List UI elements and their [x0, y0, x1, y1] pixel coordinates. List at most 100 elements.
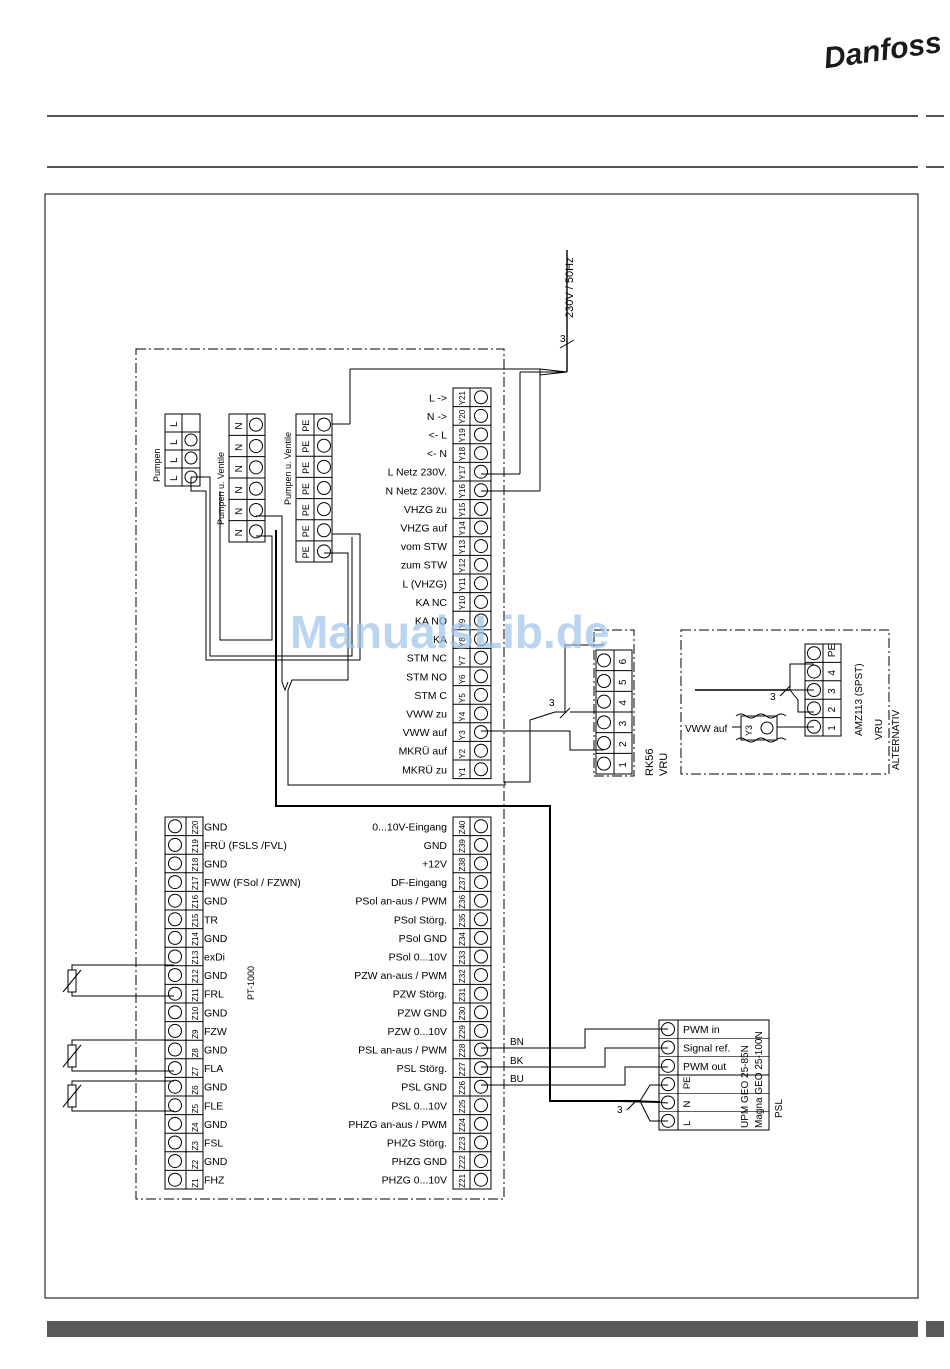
rk56-terminal-screw — [597, 736, 611, 750]
z-left-terminal-id: Z7 — [191, 1066, 200, 1076]
z-right-terminal-label: PSL an-aus / PWM — [358, 1045, 447, 1057]
y-terminal-screw — [474, 669, 488, 684]
y-terminal-id: Y15 — [458, 502, 467, 517]
z-left-terminal-id: Z18 — [191, 857, 200, 871]
z-right-terminal-label: PZW 0...10V — [387, 1026, 447, 1038]
y-terminal-id: Y1 — [458, 767, 467, 777]
z-right-terminal-label: PHZG Störg. — [387, 1138, 447, 1150]
amz-plug: Y3 — [744, 725, 754, 736]
z-right-terminal-label: GND — [424, 840, 448, 852]
rk56-terminal-screw — [597, 653, 611, 668]
pe-cell-label: PE — [301, 546, 311, 558]
z-right-terminal-label: 0...10V-Eingang — [372, 821, 447, 833]
pe-cell-screw — [317, 502, 331, 517]
n-cell-screw — [249, 503, 263, 517]
y-terminal-id: Y16 — [458, 484, 467, 499]
z-right-terminal-id: Z32 — [458, 969, 467, 983]
rk56-terminal-id: 6 — [618, 658, 629, 664]
z-left-terminal-id: Z3 — [191, 1141, 200, 1151]
z-left-terminal-screw — [168, 1116, 182, 1131]
y-terminal-label: STM NC — [407, 653, 448, 665]
z-right-terminal-label: PZW an-aus / PWM — [354, 970, 447, 982]
z-left-terminal-label: FWW (FSol / FZWN) — [204, 877, 301, 889]
footer-bar — [47, 1321, 918, 1337]
y-terminal-id: Y3 — [458, 730, 467, 740]
z-right-terminal-id: Z33 — [458, 950, 467, 964]
rk56-terminal-id: 4 — [618, 700, 629, 706]
z-left-terminal-id: Z14 — [191, 932, 200, 946]
z-left-terminal-label: FLE — [204, 1100, 223, 1112]
y-terminal-id: Y14 — [458, 521, 467, 536]
z-left-terminal-label: FSL — [204, 1138, 223, 1150]
psl-power-line — [275, 530, 640, 1102]
z-left-terminal-label: GND — [204, 859, 228, 871]
y-terminal-id: Y2 — [458, 748, 467, 758]
z-left-terminal-id: Z5 — [191, 1103, 200, 1113]
y-terminal-id: Y6 — [458, 674, 467, 684]
rk56-terminal-id: 1 — [618, 762, 629, 768]
y-terminal-label: STM NO — [406, 671, 447, 683]
amz-terminal-id: PE — [827, 644, 838, 658]
z-left-terminal-label: GND — [204, 1119, 228, 1131]
y-terminal-label: N Netz 230V. — [386, 485, 447, 497]
z-left-terminal-id: Z10 — [191, 1006, 200, 1020]
amz-terminal-screw — [807, 646, 821, 661]
z-right-terminal-screw — [474, 1005, 488, 1020]
internal-wiring — [190, 476, 560, 786]
y-terminal-screw — [474, 743, 488, 758]
z-right-terminal-label: +12V — [422, 859, 447, 871]
z-left-terminal-screw — [168, 893, 182, 908]
y-terminal-id: Y5 — [458, 693, 467, 703]
y-terminal-screw — [474, 427, 488, 442]
y-terminal-label: VWW auf — [403, 727, 447, 739]
y-terminal-screw — [474, 725, 488, 740]
y-terminal-label: KA NO — [415, 616, 447, 628]
z-right-terminal-screw — [474, 1098, 488, 1113]
pumpen-block: L L L L Pumpen — [152, 413, 201, 487]
z-right-terminal-id: Z35 — [458, 913, 467, 927]
pe-cell-label: PE — [301, 525, 311, 537]
pe-cell-label: PE — [301, 504, 311, 516]
n-cell-label: N — [234, 465, 245, 472]
supply-voltage: 230V / 50Hz — [564, 257, 576, 318]
psl-wire-bk: BK — [510, 1056, 524, 1067]
z-left-terminal-screw — [168, 1098, 182, 1113]
diagram-frame — [44, 193, 919, 1299]
z-left-terminal-label: FLA — [204, 1063, 223, 1075]
z-right-terminal-screw — [474, 1154, 488, 1169]
z-left-terminal-screw — [168, 1172, 182, 1187]
z-left-terminal-label: GND — [204, 1007, 228, 1019]
y-terminal-label: <- N — [427, 448, 447, 460]
z-right-terminal-label: PSL Störg. — [397, 1063, 447, 1075]
y-terminal-label: <- L — [429, 430, 448, 442]
psl-model-2: Magna GEO 25-100N — [754, 1031, 765, 1128]
z-right-terminal-label: PSol GND — [399, 933, 448, 945]
y-terminal-screw — [474, 464, 488, 479]
z-left-terminal-screw — [168, 1061, 182, 1076]
z-left-terminal-screw — [168, 1023, 182, 1038]
n-cell-screw — [249, 417, 263, 432]
pe-cell-label: PE — [301, 462, 311, 474]
amz-terminal-screw — [807, 701, 821, 716]
z-right-terminal-screw — [474, 1135, 488, 1150]
z-left-terminal-id: Z12 — [191, 969, 200, 983]
y-terminal-id: Y10 — [458, 595, 467, 610]
y-terminal-label: L -> — [429, 392, 447, 404]
y-terminal-label: N -> — [427, 411, 447, 423]
y-terminal-screw — [474, 762, 488, 777]
watermark: ManualsLib.de — [290, 606, 609, 658]
pe-cell-label: PE — [301, 441, 311, 453]
z-left-terminal-screw — [168, 930, 182, 945]
y-terminal-screw — [474, 613, 488, 628]
z-right-terminal-label: PSol Störg. — [394, 914, 447, 926]
z-left-terminal-label: GND — [204, 821, 228, 833]
z-right-terminal-id: Z36 — [458, 894, 467, 908]
z-left-terminal-screw — [168, 912, 182, 927]
z-left-terminal-label: FRÜ (FSLS /FVL) — [204, 840, 287, 852]
z-left-terminal-label: GND — [204, 1082, 228, 1094]
